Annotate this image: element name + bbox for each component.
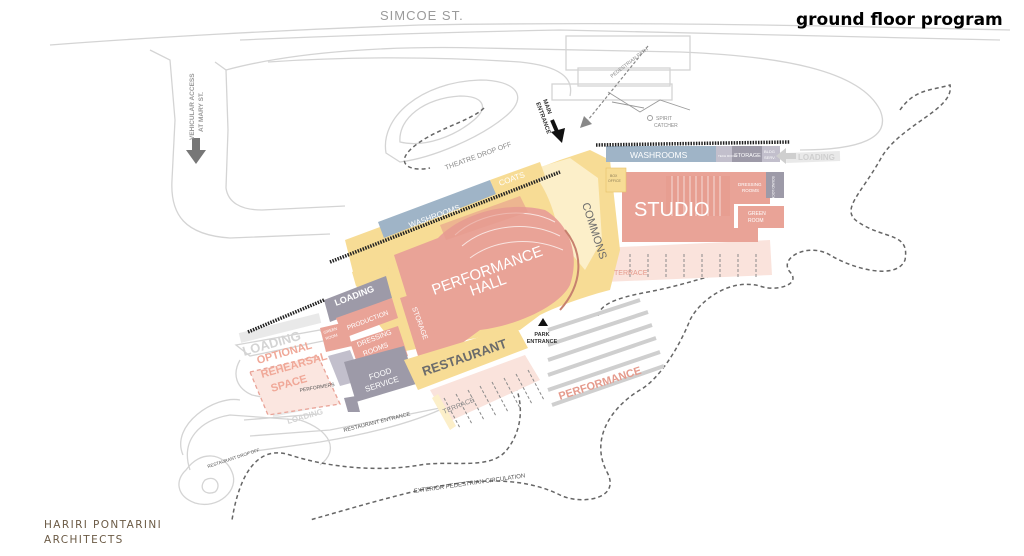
park-entrance-arrow bbox=[538, 318, 548, 326]
firm-credit: HARIRI PONTARINI ARCHITECTS bbox=[44, 518, 162, 548]
vehicular-access-line2: AT MARY ST. bbox=[198, 92, 205, 132]
road-outlines bbox=[49, 22, 1011, 506]
spirit-catcher-sculpture bbox=[607, 91, 691, 121]
room-washrooms-studio: WASHROOMS bbox=[630, 150, 688, 160]
spirit-catcher-line1: SPIRIT bbox=[656, 116, 672, 122]
park-entrance-line2: ENTRANCE bbox=[527, 339, 558, 345]
vehicular-arrow bbox=[186, 138, 206, 164]
page-title: ground floor program bbox=[796, 10, 1003, 30]
firm-name-line2: ARCHITECTS bbox=[44, 534, 124, 546]
room-green-room-studio-line2: ROOM bbox=[748, 218, 764, 224]
room-green-room-line2: ROOM bbox=[325, 332, 338, 341]
room-bldg-serv-line1: BLDG bbox=[764, 149, 775, 154]
outdoor-seating-lines bbox=[547, 298, 665, 407]
main-entrance-line1: MAIN bbox=[541, 99, 552, 115]
firm-name-line1: HARIRI PONTARINI bbox=[44, 519, 163, 531]
room-studio: STUDIO bbox=[634, 199, 710, 221]
room-sound-lock: SOUND LOCK bbox=[771, 176, 775, 200]
room-terrace-studio: TERRACE bbox=[614, 270, 648, 277]
street-simcoe: SIMCOE ST. bbox=[380, 8, 464, 23]
terraces bbox=[249, 240, 772, 430]
main-entrance-arrow bbox=[550, 119, 565, 143]
pedestrian-path-arrow bbox=[580, 45, 649, 128]
room-tech-room: TECH ROOM bbox=[718, 154, 737, 158]
spirit-catcher-line2: CATCHER bbox=[654, 123, 678, 129]
exterior-circulation-label: EXTERIOR PEDESTRIAN CIRCULATION bbox=[413, 473, 525, 495]
loading-arrow bbox=[776, 148, 796, 164]
loading-label-right: LOADING bbox=[798, 153, 835, 162]
park-entrance-line1: PARK bbox=[534, 332, 549, 338]
room-box-office-line2: OFFICE bbox=[608, 179, 621, 183]
room-bldg-serv-line2: SERV. bbox=[764, 155, 776, 160]
room-dressing-rooms-studio-line1: DRESSING bbox=[738, 182, 762, 187]
building bbox=[247, 140, 791, 412]
room-dressing-rooms-studio-line2: ROOMS bbox=[742, 188, 759, 193]
room-storage-studio: STORAGE bbox=[734, 153, 761, 159]
room-box-office-line1: BOX bbox=[610, 174, 618, 178]
terrace-lines bbox=[443, 254, 757, 429]
vehicular-access-line1: VEHICULAR ACCESS bbox=[189, 73, 196, 140]
room-green-room-line1: GREEN bbox=[323, 326, 338, 335]
room-green-room-studio-line1: GREEN bbox=[748, 211, 766, 217]
